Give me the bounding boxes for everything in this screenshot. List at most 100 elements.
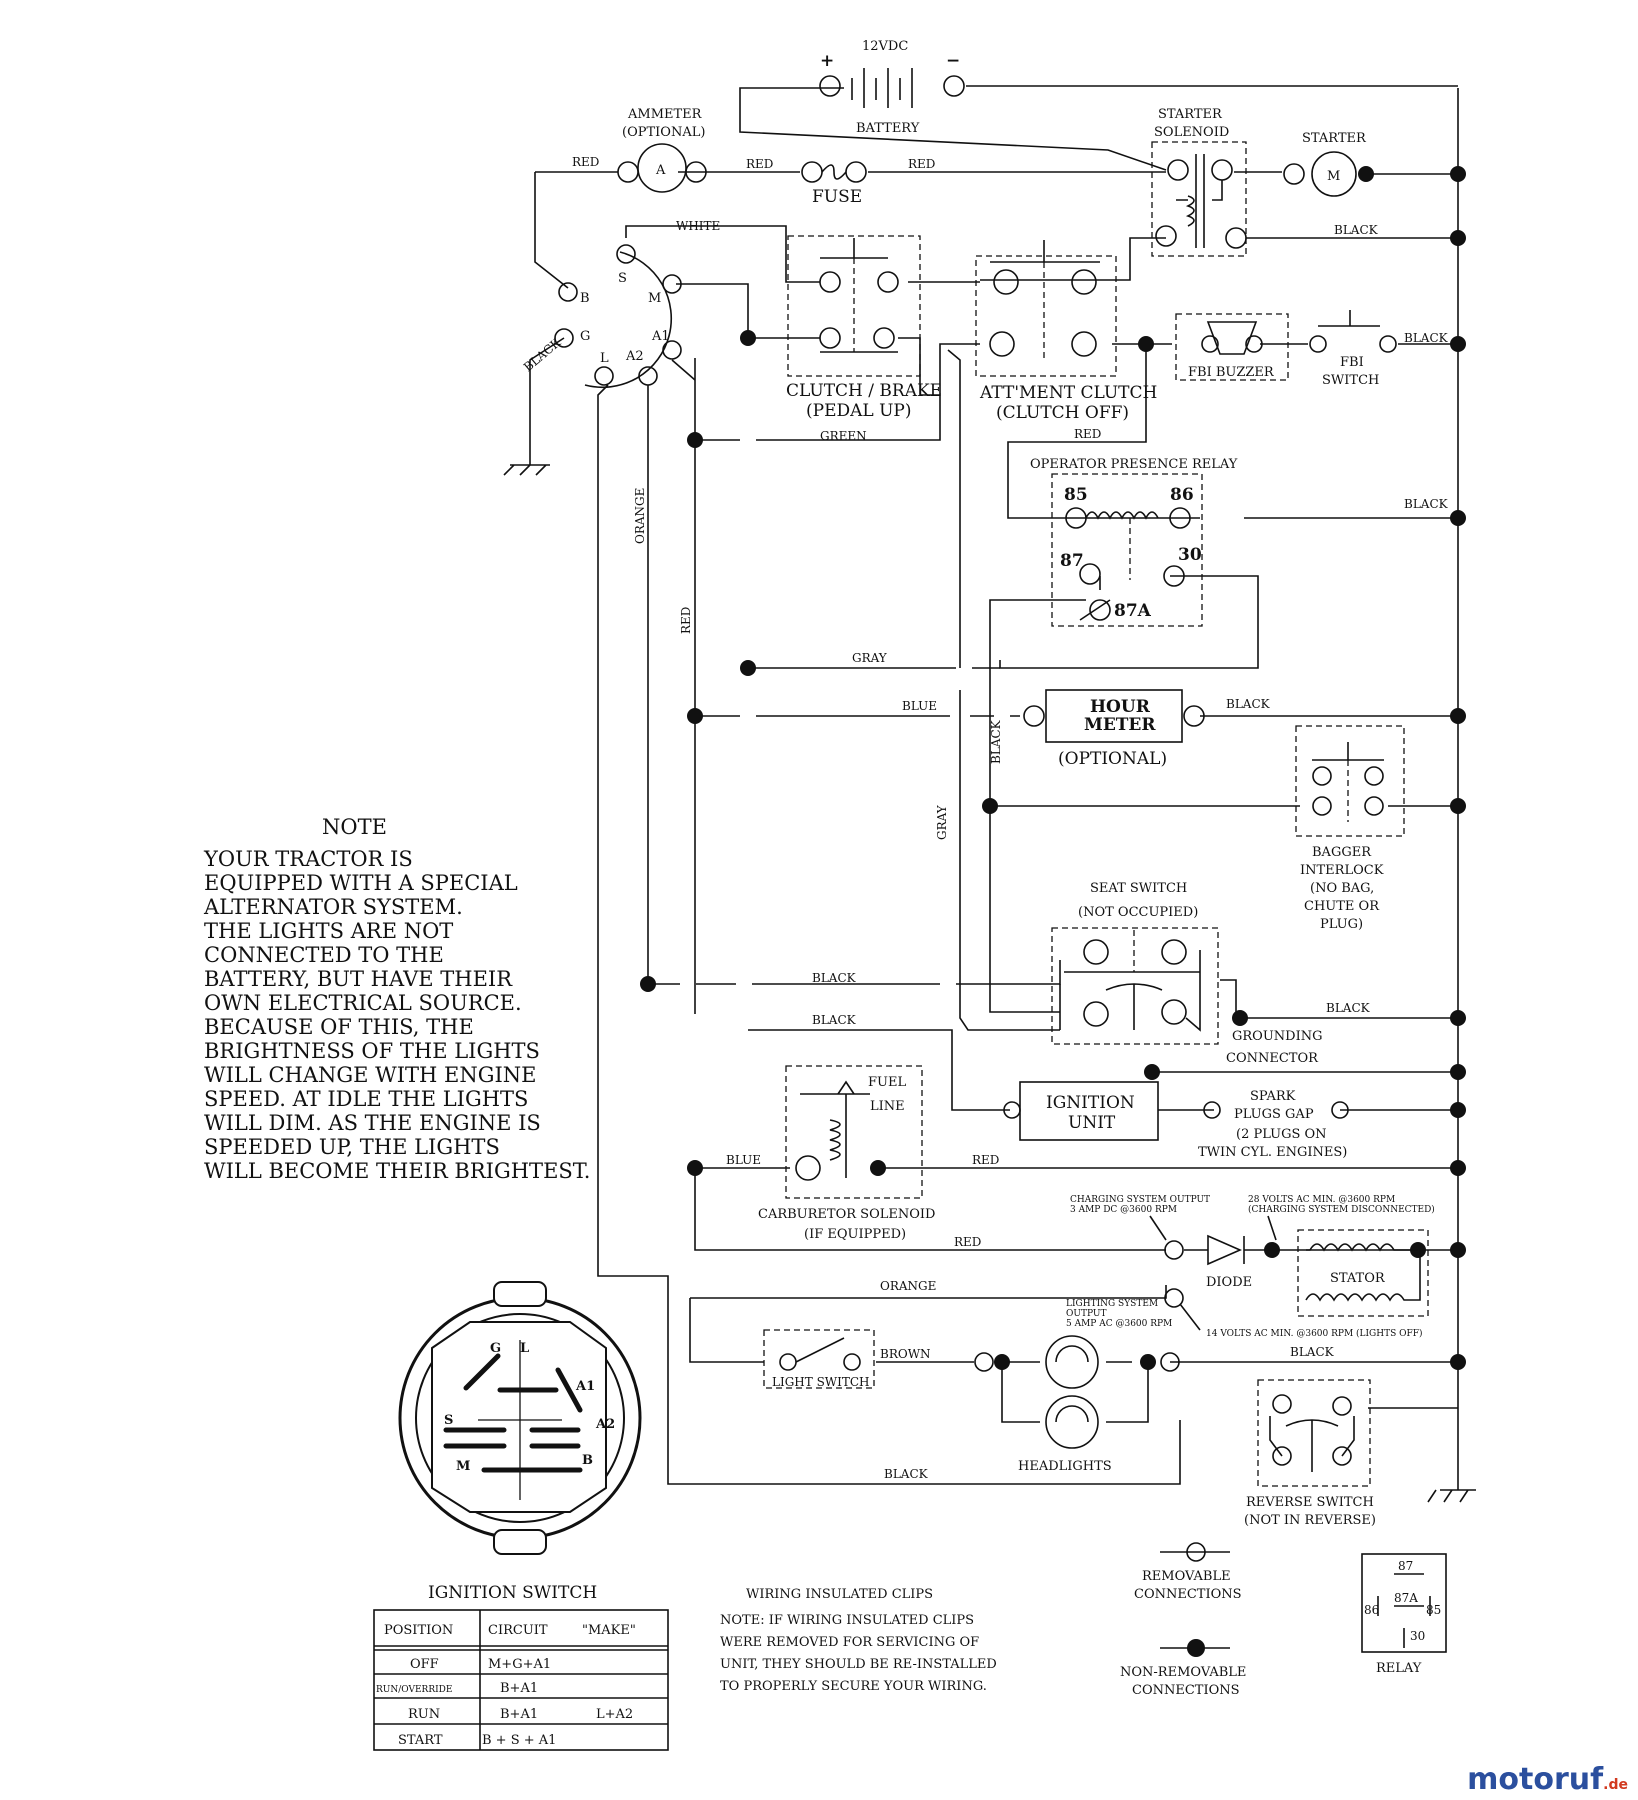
legend-relay-label: RELAY [1376, 1661, 1422, 1676]
clips-title: WIRING INSULATED CLIPS [746, 1587, 933, 1602]
table-cell: B + S + A1 [482, 1733, 556, 1748]
table-cell: RUN [408, 1707, 440, 1722]
wire-black-seat: BLACK [812, 971, 857, 985]
clips-line: UNIT, THEY SHOULD BE RE-INSTALLED [720, 1657, 997, 1672]
note-line: SPEED. AT IDLE THE LIGHTS [204, 1087, 528, 1111]
wire-black-relay: BLACK [1404, 497, 1449, 511]
watermark-tld: .de [1603, 1777, 1628, 1793]
ignition-table: POSITION CIRCUIT "MAKE" OFF M+G+A1 RUN/O… [373, 1609, 669, 1751]
note-line: WILL DIM. AS THE ENGINE IS [204, 1111, 541, 1135]
legend-pin-85: 85 [1426, 1603, 1441, 1617]
term-s: S [618, 271, 627, 286]
note-line: BRIGHTNESS OF THE LIGHTS [204, 1039, 540, 1063]
carb-line1: CARBURETOR SOLENOID [758, 1207, 935, 1222]
seat-switch-line2: (NOT OCCUPIED) [1078, 905, 1198, 920]
wire-black-2: BLACK [812, 1013, 857, 1027]
fbi-buzzer: FBI BUZZER [1175, 313, 1289, 381]
spark-line4: TWIN CYL. ENGINES) [1198, 1145, 1347, 1160]
stator-label: STATOR [1330, 1271, 1386, 1286]
face-s: S [444, 1413, 453, 1428]
clutch-brake-line1: CLUTCH / BRAKE [786, 381, 942, 401]
clips-line: WERE REMOVED FOR SERVICING OF [720, 1635, 979, 1650]
starter-label: STARTER [1302, 131, 1367, 146]
face-l: L [520, 1341, 529, 1356]
legend-removable2: CONNECTIONS [1134, 1587, 1242, 1602]
seat-switch: SEAT SWITCH (NOT OCCUPIED) [1051, 881, 1219, 1045]
hour-meter-line2: METER [1084, 715, 1156, 735]
note-line: BATTERY, BUT HAVE THEIR [204, 967, 513, 991]
bagger-line3: (NO BAG, [1310, 881, 1374, 896]
term-b: B [580, 291, 590, 306]
note-line: THE LIGHTS ARE NOT [204, 919, 453, 943]
grounding-line1: GROUNDING [1232, 1029, 1322, 1044]
clutch-brake-switch: CLUTCH / BRAKE (PEDAL UP) [786, 235, 942, 421]
fuse-label: FUSE [812, 187, 862, 207]
table-cell: OFF [410, 1657, 439, 1672]
fbi-switch: FBI SWITCH [1309, 310, 1397, 388]
battery-voltage: 12VDC [862, 39, 908, 54]
watermark: motoruf.de [1467, 1762, 1628, 1797]
term-g: G [580, 329, 590, 344]
charging-system: DIODE STATOR CHARGING SYSTEM OUTPUT 3 AM… [1066, 1195, 1435, 1339]
ammeter-sub: (OPTIONAL) [622, 125, 705, 140]
table-header-position: POSITION [384, 1623, 453, 1638]
diode-label: DIODE [1206, 1275, 1252, 1290]
ignition-switch-title: IGNITION SWITCH [428, 1583, 597, 1603]
v14-label: 14 VOLTS AC MIN. @3600 RPM (LIGHTS OFF) [1206, 1328, 1423, 1339]
wire-orange-vert: ORANGE [633, 488, 647, 544]
face-m: M [456, 1459, 470, 1474]
v28-line2: (CHARGING SYSTEM DISCONNECTED) [1248, 1204, 1435, 1215]
fuse: FUSE [801, 161, 867, 207]
clips-note: WIRING INSULATED CLIPS NOTE: IF WIRING I… [720, 1587, 997, 1694]
wire-black-head: BLACK [1290, 1345, 1335, 1359]
relay-87: 87 [1060, 551, 1084, 571]
charging-out2: 3 AMP DC @3600 RPM [1070, 1205, 1177, 1215]
wire-black-starter: BLACK [1334, 223, 1379, 237]
attment-clutch-switch: ATT'MENT CLUTCH (CLUTCH OFF) [975, 240, 1157, 423]
wire-red-2: RED [746, 157, 773, 171]
wire-black-fbi: BLACK [1404, 331, 1449, 345]
wire-green: GREEN [820, 429, 867, 443]
ammeter: A AMMETER (OPTIONAL) [617, 107, 707, 193]
legend: REMOVABLE CONNECTIONS NON-REMOVABLE CONN… [1120, 1542, 1447, 1698]
note-line: OWN ELECTRICAL SOURCE. [204, 991, 522, 1015]
hour-meter-sub: (OPTIONAL) [1058, 749, 1167, 769]
wire-brown: BROWN [880, 1347, 931, 1361]
note-line: EQUIPPED WITH A SPECIAL [204, 871, 518, 895]
note-line: CONNECTED TO THE [204, 943, 444, 967]
table-header-circuit: CIRCUIT [488, 1623, 548, 1638]
table-cell: RUN/OVERRIDE [376, 1685, 452, 1695]
wire-black-vert: BLACK [989, 719, 1003, 764]
note-line: ALTERNATOR SYSTEM. [203, 895, 463, 919]
note-line: WILL CHANGE WITH ENGINE [204, 1063, 537, 1087]
fuel-line1: FUEL [868, 1075, 906, 1090]
wire-red-relay: RED [1074, 427, 1101, 441]
term-a2: A2 [625, 349, 644, 364]
reverse-switch: REVERSE SWITCH (NOT IN REVERSE) [1244, 1379, 1376, 1528]
ammeter-symbol: A [655, 163, 666, 178]
starter-motor: M STARTER [1283, 131, 1367, 197]
spark-line1: SPARK [1250, 1089, 1296, 1104]
legend-pin-87: 87 [1398, 1559, 1413, 1573]
wire-red-diode: RED [954, 1235, 981, 1249]
light-switch-label: LIGHT SWITCH [772, 1375, 870, 1389]
grounding-line2: CONNECTOR [1226, 1051, 1319, 1066]
relay-30: 30 [1178, 545, 1202, 565]
ignition-unit: IGNITION UNIT SPARK PLUGS GAP (2 PLUGS O… [1003, 1081, 1349, 1160]
legend-removable1: REMOVABLE [1142, 1569, 1231, 1584]
clips-line: NOTE: IF WIRING INSULATED CLIPS [720, 1613, 974, 1628]
attment-line2: (CLUTCH OFF) [996, 403, 1129, 423]
wire-blue-1: BLUE [902, 699, 937, 713]
face-a2: A2 [595, 1417, 615, 1432]
starter-solenoid: STARTER SOLENOID [1151, 107, 1247, 257]
ignition-unit-line1: IGNITION [1046, 1093, 1135, 1113]
wires [534, 68, 1476, 1503]
wire-gray-1: GRAY [852, 651, 888, 665]
lighting-out3: 5 AMP AC @3600 RPM [1066, 1319, 1172, 1329]
starter-solenoid-line2: SOLENOID [1154, 125, 1229, 140]
wire-red-vert: RED [679, 607, 693, 634]
charging-out1: CHARGING SYSTEM OUTPUT [1070, 1195, 1210, 1205]
table-cell: B+A1 [500, 1681, 538, 1696]
face-b: B [582, 1453, 593, 1468]
